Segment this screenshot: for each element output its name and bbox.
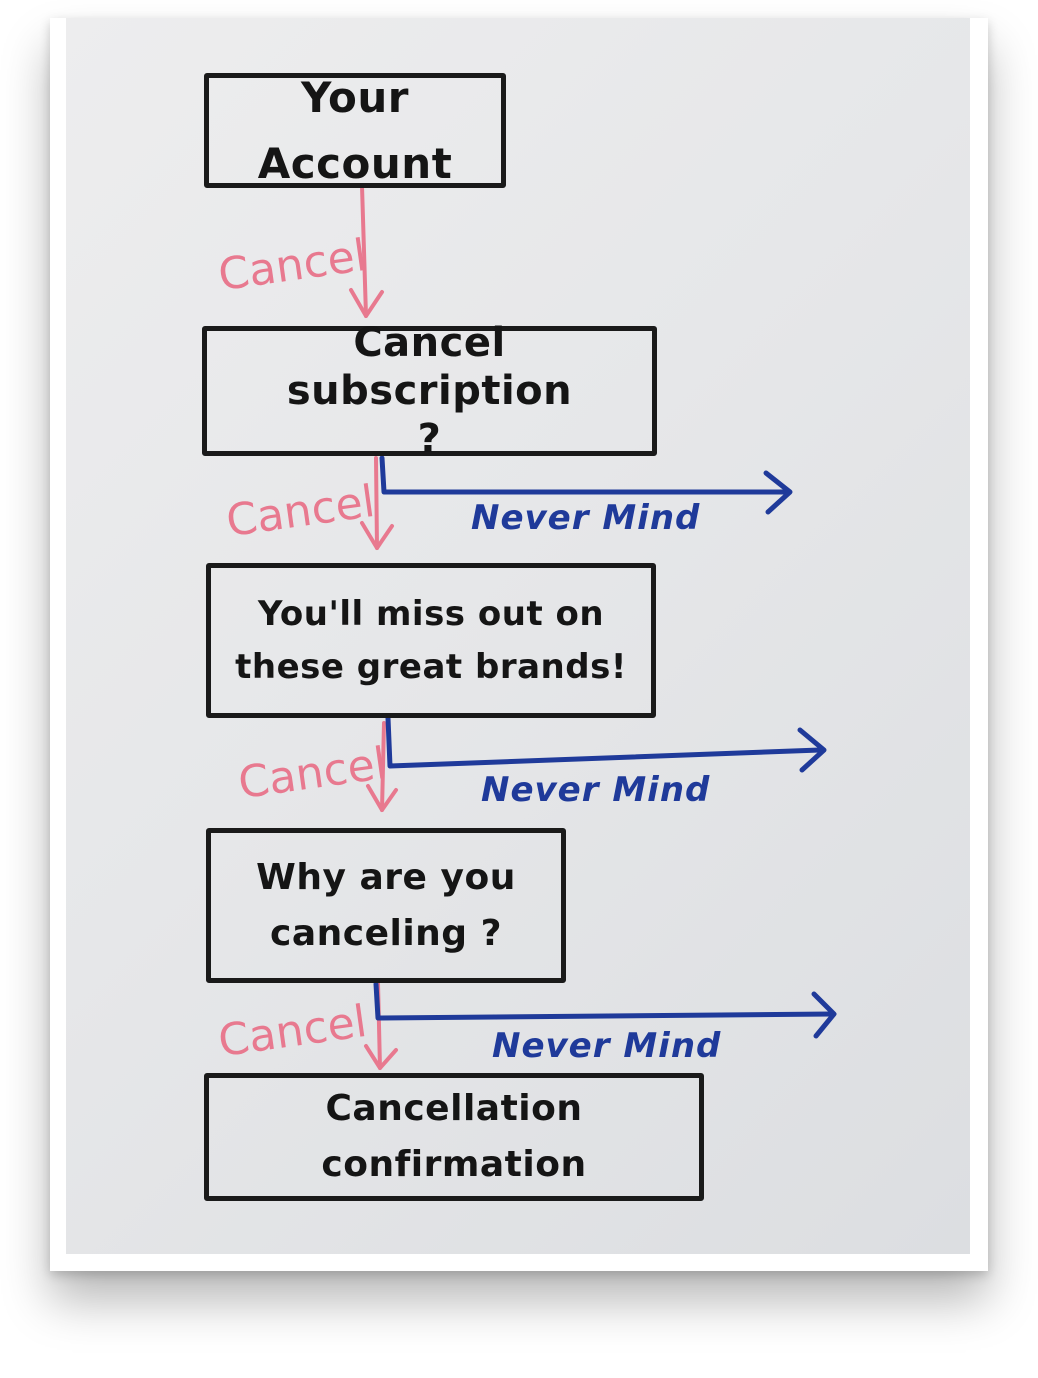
cancel-arrow-3 [366,721,398,812]
step-miss-out-brands: You'll miss out on these great brands! [206,563,656,718]
never-mind-arrow-2 [385,715,827,773]
cancel-arrow-1 [349,184,384,318]
step-cancellation-confirmation: Cancellation confirmation [204,1073,704,1201]
whiteboard-photo: Your Account Cancel subscription ? You'l… [66,18,970,1254]
never-mind-label-3: Never Mind [492,1026,722,1066]
never-mind-label-1: Never Mind [471,498,701,538]
flow-arrows [349,184,837,1070]
step-cancel-subscription: Cancel subscription ? [202,320,657,462]
photo-frame: Your Account Cancel subscription ? You'l… [50,18,988,1271]
cancel-arrow-2 [360,456,394,550]
never-mind-label-2: Never Mind [481,770,711,810]
step-your-account: Your Account [204,73,506,188]
never-mind-arrow-1 [379,455,793,515]
step-why-canceling: Why are you canceling ? [206,828,566,983]
never-mind-arrow-3 [373,981,837,1039]
cancel-arrow-4 [364,981,398,1070]
